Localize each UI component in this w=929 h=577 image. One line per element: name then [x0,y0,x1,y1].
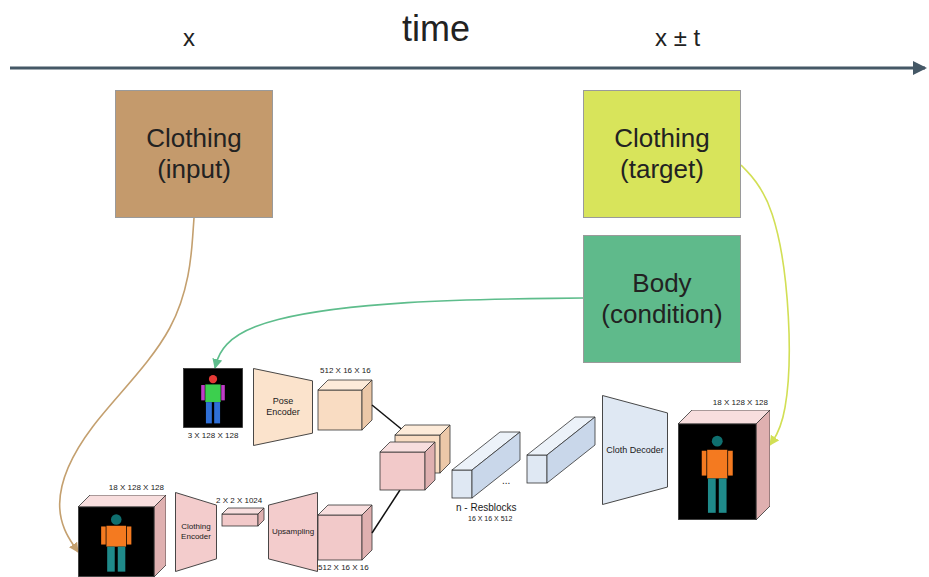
merge-line [372,490,400,533]
body-figure [201,375,225,423]
encoder-block: Pose Encoder [253,368,313,446]
node-text: Clothing (input) [124,123,264,185]
ellipsis: ... [502,475,510,487]
body-figure [101,514,131,571]
cube-side [154,495,166,577]
input-box: Clothing (input) [115,90,273,218]
pose-map [183,368,243,428]
tensor-cube [78,495,166,577]
timeline-label: x ± t [655,24,700,52]
cube-top [78,495,166,507]
node-text: Clothing (target) [592,123,732,185]
output-cube: 18 X 128 X 128 [678,398,770,520]
input-cube: 18 X 128 X 128 [78,483,166,577]
timeline-arrow [10,67,925,70]
trapezoid-outline [269,493,318,572]
image-face [679,424,757,520]
body-figure [702,436,733,513]
timeline-title: time [402,8,470,49]
bottleneck-bar [222,508,264,526]
node-text: Pose Encoder [256,396,310,418]
cube-top [678,410,770,424]
cube-side [756,410,770,520]
timeline-label: x [183,24,195,52]
decoder-block: Cloth Decoder [602,395,668,505]
trapezoid-outline [603,396,668,505]
block-label: n - Resblocks [456,502,517,514]
feature-cube [318,380,372,430]
node-text: Cloth Decoder [606,445,664,456]
trapezoid-outline [254,369,313,446]
encoder-block: Clothing Encoder [175,492,217,572]
dimension-label: 2 X 2 X 1024 [216,496,262,505]
trapezoid-outline [176,493,217,572]
flow-arrow [60,218,194,552]
dimension-label: 512 X 16 X 16 [320,366,371,375]
condition-box: Body (condition) [583,235,741,363]
pose-image: 3 X 128 X 128 [183,368,243,442]
node-text: 18 X 128 X 128 [678,398,770,410]
resblock [527,417,595,483]
resblock [452,432,520,498]
node-text: 3 X 128 X 128 [183,431,243,441]
merge-line [372,405,405,432]
node-text: 18 X 128 X 128 [78,483,166,495]
feature-cube [318,505,372,560]
node-text: Upsampling [272,527,314,537]
image-face [184,369,243,428]
tensor-cube [678,410,770,520]
node-text: Body (condition) [592,268,732,330]
dimension-label: 512 X 16 X 16 [318,563,369,572]
upsampling-block: Upsampling [268,492,318,572]
image-face [79,507,155,577]
node-text: Clothing Encoder [178,522,214,542]
flow-arrow [215,298,583,368]
concat-cube [380,442,435,490]
dimension-label: 16 X 16 X 512 [468,515,512,523]
target-box: Clothing (target) [583,90,741,218]
